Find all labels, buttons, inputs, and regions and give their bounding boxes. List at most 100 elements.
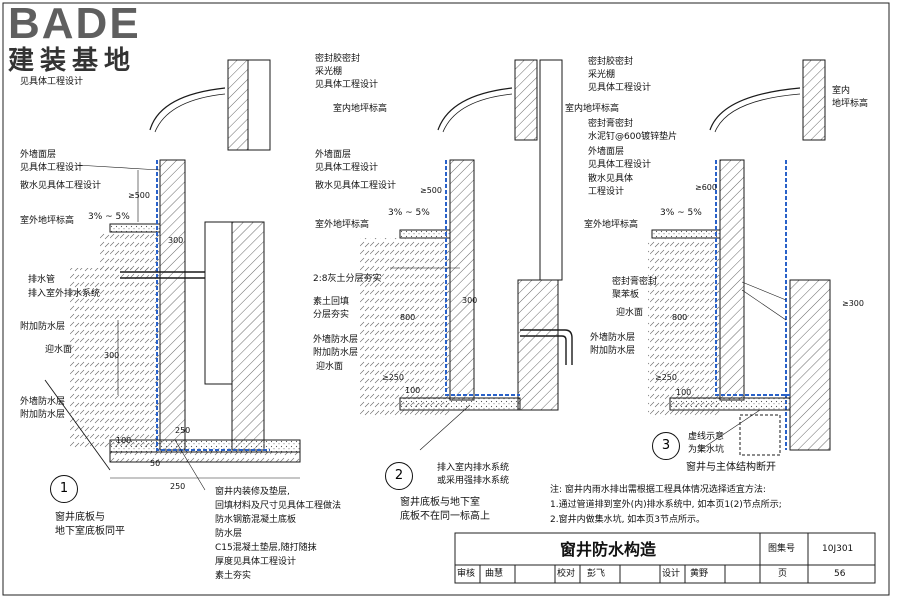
note-line-3: 2.窗井内做集水坑, 如本页3节点所示。 (550, 515, 706, 525)
d3-sealant: 密封胶密封 (588, 57, 634, 67)
d3-indoor-floor: 室内地坪标高 (565, 104, 620, 114)
d1-slope: 3% ~ 5% (88, 212, 130, 222)
d1-caption-2: 地下室底板同平 (55, 526, 125, 537)
logo-subtitle: 建装基地 (8, 46, 137, 76)
d3-dashed1: 虚线示意 (688, 432, 725, 442)
d2-dim-250: ≥250 (382, 373, 404, 382)
title-block-grid (454, 532, 876, 584)
design-label: 设计 (662, 569, 681, 579)
d2-outer-wp: 外墙防水层 (313, 335, 359, 345)
d2-outdoor-floor: 室外地坪标高 (315, 220, 370, 230)
d1-thickness: 厚度见具体工程设计 (215, 557, 297, 567)
d3-dim-250: ≥250 (655, 373, 677, 382)
d2-dim-100: 100 (405, 386, 421, 395)
designer-name: 黄野 (690, 569, 709, 579)
d3-water-face: 迎水面 (616, 308, 644, 318)
d3-wall-finish-design: 见具体工程设计 (588, 160, 652, 170)
review-label: 审核 (457, 569, 476, 579)
d1-compacted: 素土夯实 (215, 571, 252, 581)
logo-brand: BADE (8, 0, 141, 48)
d2-indoor-floor: 室内地坪标高 (333, 104, 388, 114)
d1-number: 1 (50, 475, 78, 503)
d1-dim-300b: 300 (104, 351, 120, 360)
detail-1-drawing (44, 59, 301, 491)
d2-water-face: 迎水面 (316, 362, 344, 372)
checker-name: 彭飞 (587, 569, 606, 579)
d3-apron1: 散水见具体 (588, 174, 634, 184)
d2-sealant: 密封胶密封 (315, 54, 361, 64)
detail-2-drawing (360, 59, 573, 451)
d3-outer-wp: 外墙防水层 (590, 333, 636, 343)
d3-caption: 窗井与主体结构断开 (686, 462, 776, 473)
d2-backfill1: 素土回填 (313, 297, 350, 307)
note-line-1: 注: 窗井内雨水排出需根据工程具体情况选择适宜方法: (550, 485, 766, 495)
d3-slope: 3% ~ 5% (660, 208, 702, 218)
d3-wall-finish: 外墙面层 (588, 147, 625, 157)
d1-caption-1: 窗井底板与 (55, 512, 105, 523)
d1-apron: 散水见具体工程设计 (20, 181, 102, 191)
d3-dim-100: 100 (676, 388, 692, 397)
d3-glazing: 采光棚 (588, 70, 616, 80)
d1-dim-250b: 250 (170, 482, 186, 491)
d1-wall-finish: 外墙面层 (20, 150, 57, 160)
d3-board: 聚苯板 (612, 290, 640, 300)
d2-dim-300: 300 (462, 296, 478, 305)
d2-caption-1: 窗井底板与地下室 (400, 497, 480, 508)
d2-pump: 或采用强排水系统 (437, 476, 510, 486)
d1-wall-finish-design: 见具体工程设计 (20, 163, 84, 173)
d1-outdoor-floor: 室外地坪标高 (20, 216, 75, 226)
d1-backfill: 回填材料及尺寸见具体工程做法 (215, 501, 342, 511)
d1-drain-pipe: 排水管 (28, 275, 56, 285)
d1-water-face: 迎水面 (45, 345, 73, 355)
d2-drain-in: 排入室内排水系统 (437, 463, 510, 473)
atlas-number: 10J301 (822, 544, 854, 554)
d2-slope: 3% ~ 5% (388, 208, 430, 218)
d3-extra-wp: 附加防水层 (590, 346, 636, 356)
d2-apron: 散水见具体工程设计 (315, 181, 397, 191)
d1-well-inner: 窗井内装修及垫层, (215, 487, 290, 497)
notes: 注: 窗井内雨水排出需根据工程具体情况选择适宜方法: 1.通过管道排到室外(内)… (550, 483, 782, 528)
d1-rc-slab: 防水钢筋混凝土底板 (215, 515, 297, 525)
d1-dim-50: 50 (150, 459, 161, 468)
atlas-label: 图集号 (768, 544, 796, 554)
drawing-title: 窗井防水构造 (560, 540, 657, 559)
d1-extra-wp: 附加防水层 (20, 322, 66, 332)
d1-dim-250a: 250 (175, 426, 191, 435)
d2-backfill2: 分层夯实 (313, 310, 350, 320)
page-number: 56 (834, 569, 846, 579)
d3-see-design: 见具体工程设计 (588, 83, 652, 93)
d1-c15: C15混凝土垫层,随打随抹 (215, 543, 317, 553)
d1-dim-500: ≥500 (128, 191, 150, 200)
d3-indoor-a: 室内 (832, 86, 851, 96)
d2-extra-wp: 附加防水层 (313, 348, 359, 358)
d2-wall-finish: 外墙面层 (315, 150, 352, 160)
d2-dim-500: ≥500 (420, 186, 442, 195)
d1-extra-wp2: 附加防水层 (20, 410, 66, 420)
d3-mastic2: 密封膏密封 (612, 277, 658, 287)
d1-drain-out: 排入室外排水系统 (28, 289, 101, 299)
d2-wall-finish-design: 见具体工程设计 (315, 163, 379, 173)
d2-caption-2: 底板不在同一标高上 (400, 511, 490, 522)
d1-dim-100: 100 (116, 436, 132, 445)
d1-see-design: 见具体工程设计 (20, 77, 84, 87)
detail-3-drawing (648, 59, 831, 456)
d3-dim-800: 800 (672, 313, 688, 322)
d3-dim-300: ≥300 (842, 299, 864, 308)
d3-number: 3 (652, 432, 680, 460)
d3-apron2: 工程设计 (588, 187, 625, 197)
bade-logo: BADE 建装基地 (8, 2, 178, 82)
d3-indoor-b: 地坪标高 (832, 99, 869, 109)
d1-dim-300a: 300 (168, 236, 184, 245)
d1-outer-wp: 外墙防水层 (20, 397, 66, 407)
d2-see-design: 见具体工程设计 (315, 80, 379, 90)
d3-mastic: 密封膏密封 (588, 119, 634, 129)
d3-dim-600: ≥600 (695, 183, 717, 192)
d2-dim-800: 800 (400, 313, 416, 322)
d3-outdoor-floor: 室外地坪标高 (584, 220, 639, 230)
note-line-2: 1.通过管道排到室外(内)排水系统中, 如本页1(2)节点所示; (550, 500, 782, 510)
reviewer-name: 曲慧 (485, 569, 504, 579)
d2-lime-soil: 2:8灰土分层夯实 (313, 274, 382, 284)
page-label: 页 (778, 569, 788, 579)
d2-number: 2 (385, 462, 413, 490)
